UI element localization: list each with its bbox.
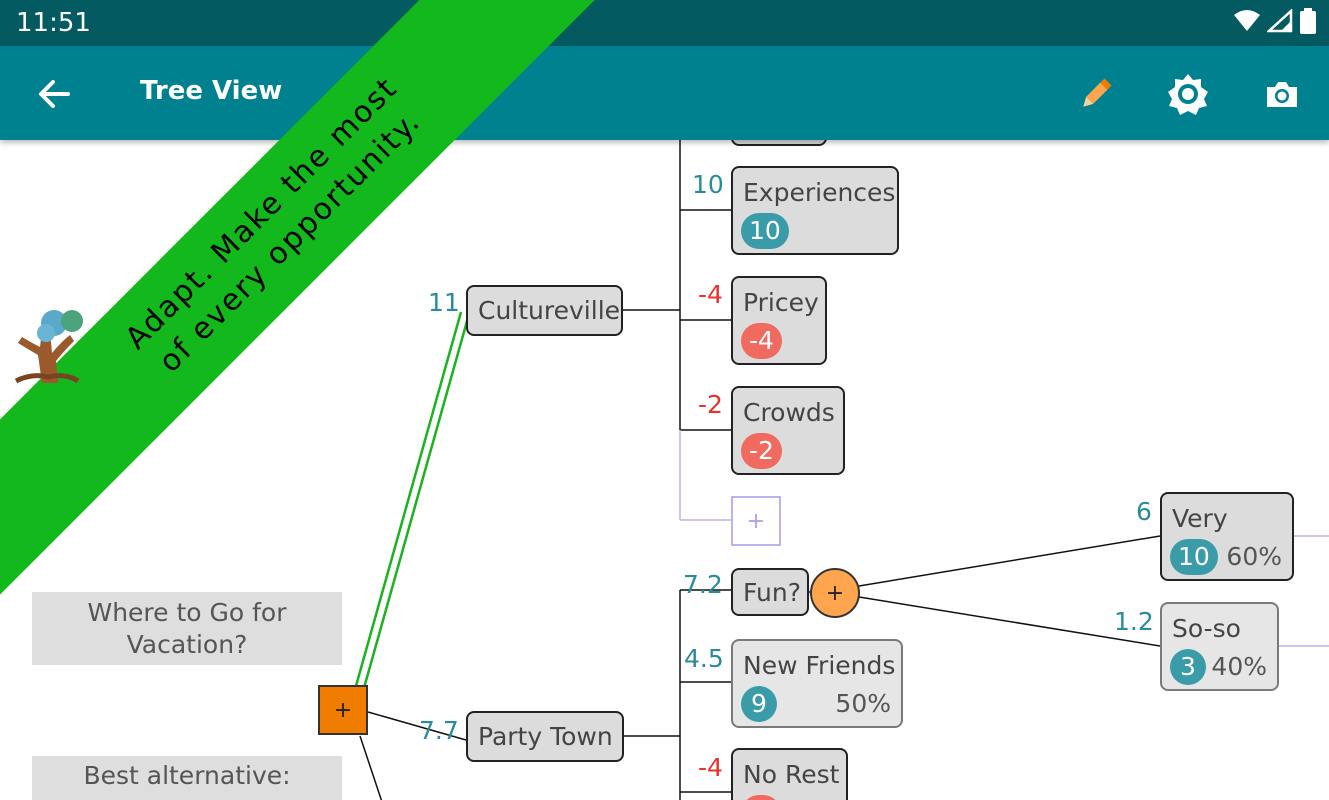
edge-value: 1.2 [1114, 607, 1154, 636]
edge-value: 7.2 [683, 570, 723, 599]
score-badge: -4 [741, 323, 782, 359]
node-label: Experiences [743, 178, 896, 207]
node-label: So-so [1172, 614, 1241, 643]
back-button[interactable] [28, 68, 80, 120]
attribute-node-crowds[interactable]: Crowds -2 [731, 386, 845, 475]
decision-question-label: Where to Go for Vacation? [32, 592, 342, 665]
wifi-icon [1233, 9, 1261, 37]
status-bar: 11:51 [0, 0, 1329, 46]
decision-node[interactable]: + [318, 685, 368, 735]
attribute-node-pricey[interactable]: Pricey -4 [731, 276, 827, 365]
camera-icon [1267, 82, 1297, 107]
edge-value: 6 [1136, 497, 1152, 526]
alternative-node-cultureville[interactable]: Cultureville [466, 285, 623, 336]
edge-value: 11 [428, 288, 460, 317]
pencil-icon [1083, 78, 1112, 107]
chance-node[interactable]: + [810, 568, 860, 618]
battery-icon [1299, 8, 1317, 38]
score-badge: -2 [741, 433, 782, 469]
attribute-node-experiences[interactable]: Experiences 10 [731, 166, 899, 255]
edge-value: 10 [692, 170, 724, 199]
outcome-node-so-so[interactable]: So-so 3 40% [1160, 602, 1279, 691]
tree-connectors [354, 140, 1329, 800]
edge-value: -2 [698, 390, 723, 419]
alternative-node-party-town[interactable]: Party Town [466, 711, 624, 762]
edit-button[interactable] [1068, 66, 1124, 122]
attribute-node-fun[interactable]: Fun? [731, 568, 809, 616]
node-label: Crowds [743, 398, 835, 427]
page-title: Tree View [140, 76, 283, 106]
edge-value: 7.7 [419, 716, 459, 745]
status-time: 11:51 [16, 8, 91, 38]
status-icons [1233, 8, 1317, 38]
node-label: Pricey [743, 288, 819, 317]
edge-value: -4 [698, 753, 723, 782]
node-label: Cultureville [478, 296, 621, 325]
add-attribute-button[interactable]: + [731, 496, 781, 546]
gear-icon [1168, 74, 1208, 115]
score-badge: 3 [1170, 649, 1206, 685]
score-badge [741, 795, 781, 800]
node-label: Very [1172, 504, 1228, 533]
screenshot-button[interactable] [1254, 66, 1310, 122]
outcome-node-very[interactable]: Very 10 60% [1160, 492, 1294, 581]
tree-canvas[interactable]: 11 Cultureville 10 Experiences 10 -4 Pri… [0, 140, 1329, 800]
probability-label: 60% [1226, 542, 1282, 571]
settings-button[interactable] [1160, 66, 1216, 122]
score-badge: 10 [741, 213, 789, 249]
app-bar: Tree View [0, 46, 1329, 140]
attribute-node-new-friends[interactable]: New Friends 9 50% [731, 639, 903, 728]
score-badge: 9 [741, 686, 777, 722]
signal-icon [1265, 8, 1293, 37]
attribute-node-no-rest[interactable]: No Rest [731, 748, 848, 800]
node-label: New Friends [743, 651, 896, 680]
tree-logo-icon [8, 303, 88, 388]
tree-node-partial[interactable] [731, 140, 827, 146]
probability-label: 50% [835, 689, 891, 718]
best-alternative-label: Best alternative: [32, 756, 342, 800]
score-badge: 10 [1170, 539, 1218, 575]
node-label: Party Town [478, 722, 613, 751]
node-label: No Rest [743, 760, 840, 789]
edge-value: 4.5 [684, 644, 724, 673]
probability-label: 40% [1211, 652, 1267, 681]
arrow-left-icon [39, 80, 70, 108]
edge-value: -4 [698, 280, 723, 309]
node-label: Fun? [743, 578, 801, 607]
